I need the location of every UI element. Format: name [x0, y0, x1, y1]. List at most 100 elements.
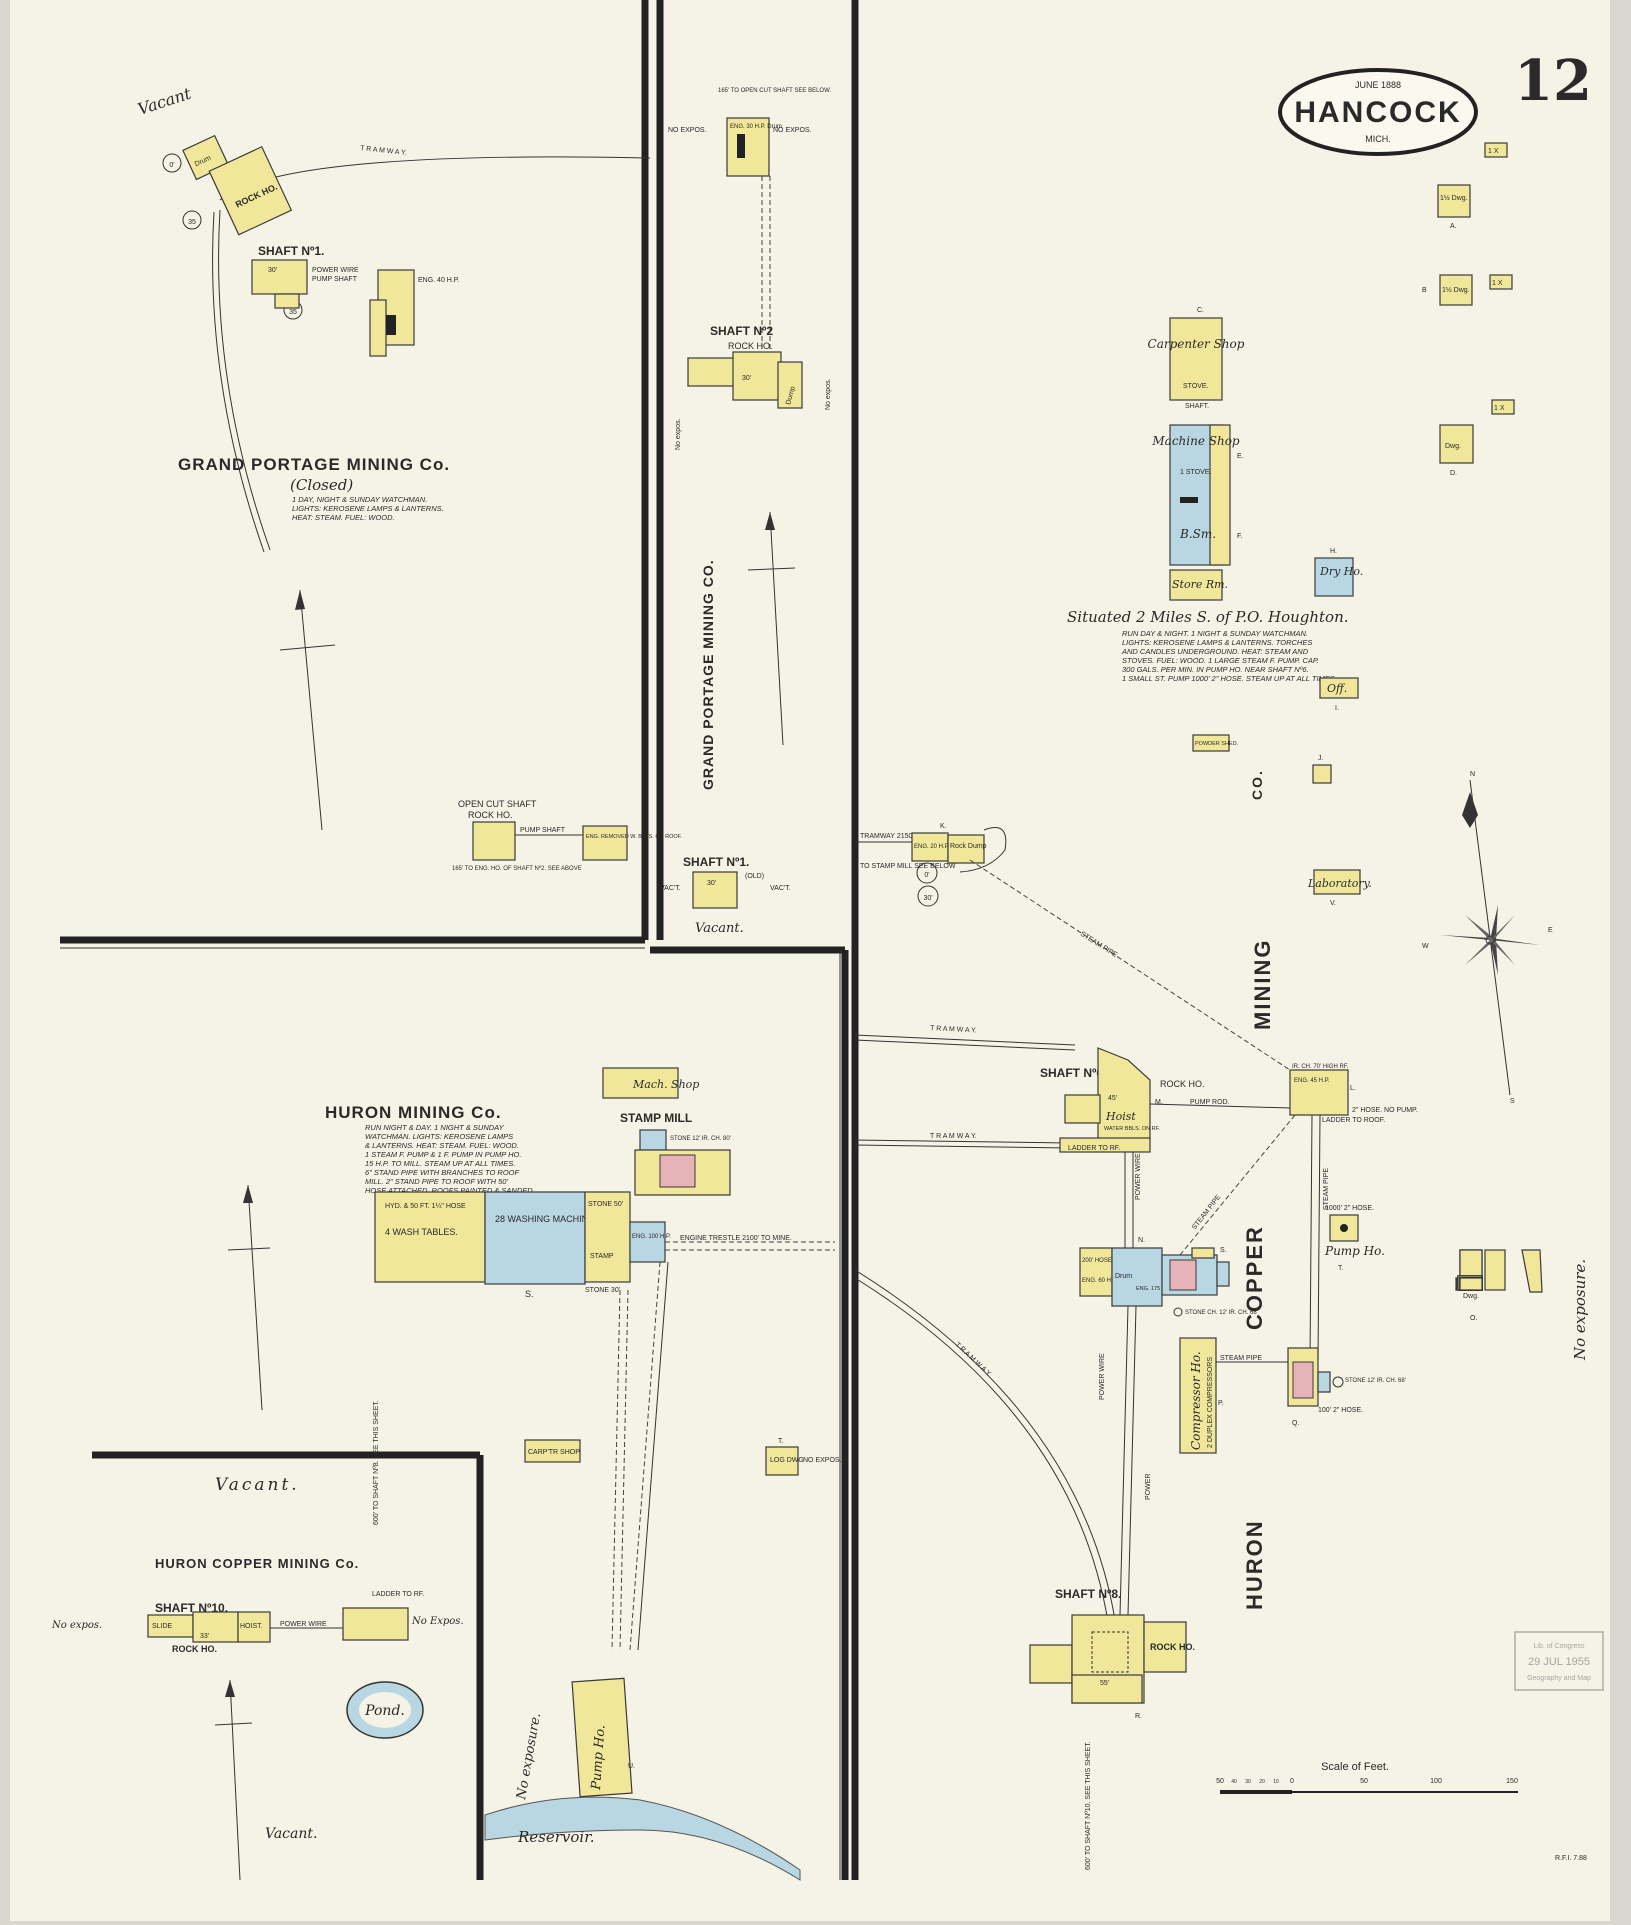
- gp-open-cut-note: 165' TO ENG. HO. OF SHAFT Nº2. SEE ABOVE: [452, 865, 582, 872]
- hm-u-label: U.: [628, 1763, 635, 1770]
- hce-steam-pipe-3: STEAM PIPE: [1323, 1168, 1330, 1210]
- hm-eng-100: ENG. 100 H.P.: [632, 1234, 671, 1240]
- hce-shaft-8: SHAFT Nº8.: [1055, 1587, 1121, 1601]
- gpe-vact-l: VAC'T.: [660, 885, 681, 892]
- gpe-old: (OLD): [745, 873, 764, 880]
- hce-power-wire-3: POWER: [1145, 1474, 1152, 1500]
- hm-engine-100: [629, 1221, 666, 1263]
- hce-compressor-note: 2 DUPLEX COMPRESSORS: [1207, 1357, 1214, 1448]
- gpe-shaft-2: SHAFT Nº2: [710, 324, 773, 338]
- gp-open-cut-rock-ho: ROCK HO.: [468, 810, 513, 820]
- cartouche-state: MICH.: [1365, 134, 1391, 144]
- gp-note-1: 1 DAY, NIGHT & SUNDAY WATCHMAN.: [292, 495, 427, 504]
- hce-situated: Situated 2 Miles S. of P.O. Houghton.: [1067, 608, 1349, 626]
- hce-name-huron: HURON: [1242, 1519, 1267, 1610]
- hm-carptr-shop-label: CARP'TR SHOP.: [528, 1449, 581, 1456]
- gp-company-name: GRAND PORTAGE MINING Co.: [178, 455, 450, 474]
- hm-stamp-building: [584, 1191, 631, 1283]
- gpe-shaft-1-old-depth: 30': [707, 880, 716, 887]
- scale-tick-100: 100: [1430, 1778, 1442, 1785]
- gpe-no-expos-top-l: NO EXPOS.: [668, 127, 707, 134]
- hce-label-l: L.: [1350, 1085, 1356, 1092]
- cartouche-town: HANCOCK: [1294, 96, 1461, 129]
- hce-dwg-b: [1439, 274, 1473, 306]
- hce-label-h: H.: [1330, 548, 1337, 555]
- hce-eng-ho: ENG. 175 H.P.: [1136, 1286, 1172, 1292]
- hce-depth-55: 55': [1100, 1680, 1109, 1687]
- hce-compressor-label: Compressor Ho.: [1189, 1351, 1203, 1450]
- gp-eng-removed: ENG. REMOVED W. BBLS. ON ROOF.: [586, 834, 682, 840]
- hce-eng-20-label: ENG. 20 H.P.: [914, 844, 950, 850]
- compass-s: S: [1510, 1098, 1515, 1105]
- gp-eng-removed-building: [582, 825, 628, 861]
- scale-tick-30: 30: [1245, 1779, 1251, 1785]
- gpe-vact-r: VAC'T.: [770, 885, 791, 892]
- gpe-dump: [777, 361, 803, 409]
- hce-x1: 1 X: [1488, 148, 1499, 155]
- hm-stone-50: STONE 50': [588, 1201, 623, 1208]
- gpe-shaft-2-depth: 30': [742, 375, 751, 382]
- hce-building-j: [1312, 764, 1332, 784]
- hce-laboratory: [1313, 869, 1361, 895]
- gp-shaft-1-depth: 30': [268, 267, 277, 274]
- hm-note-8: HOSE ATTACHED. ROOFS PAINTED & SANDED.: [365, 1186, 535, 1195]
- gp-tramway: T R A M W A Y.: [360, 145, 407, 157]
- hce-shaft-6-rock-house: [1097, 1047, 1151, 1141]
- hce-no-exposure: No exposure.: [1571, 1259, 1589, 1361]
- hce-label-r: R.: [1135, 1713, 1142, 1720]
- hce-rock-dump-label: Rock Dump: [950, 843, 987, 850]
- hce-x3: 1 X: [1494, 405, 1505, 412]
- gpe-no-expos-2: No expos.: [825, 378, 832, 410]
- huron-copper-sw-block: Vacant. HURON COPPER MINING Co. 600' TO …: [51, 1400, 464, 1881]
- hce-tramway-k: TRAMWAY 2150' LONG: [860, 833, 936, 840]
- gpe-dump-label: Dump: [785, 386, 797, 406]
- hm-reservoir-label: Reservoir.: [517, 1828, 595, 1846]
- hm-no-expos-log: NO EXPOS.: [803, 1457, 842, 1464]
- north-arrow-sw: [214, 1679, 253, 1881]
- hce-label-o: O.: [1470, 1315, 1477, 1322]
- scale-tick-20: 20: [1259, 1779, 1265, 1785]
- huron-copper-east-block: 1 X 1½ Dwg. A. 1½ Dwg. B 1 X 1 X Dwg. D.…: [854, 142, 1589, 1870]
- cartouche-date: JUNE 1888: [1355, 80, 1401, 90]
- hm-engine-trestle: ENGINE TRESTLE 2100' TO MINE.: [680, 1235, 792, 1242]
- hce-label-t: T.: [1338, 1265, 1344, 1272]
- hm-wash-tables-label: 4 WASH TABLES.: [385, 1227, 458, 1237]
- hce-dry-ho-label: Dry Ho.: [1319, 565, 1363, 578]
- hce-hose-no-pump: 2" HOSE. NO PUMP.: [1352, 1107, 1418, 1114]
- hcsw-rock-ho-label: ROCK HO.: [172, 1644, 217, 1654]
- scale-tick-10: 10: [1273, 1779, 1279, 1785]
- hcsw-power-wire: POWER WIRE: [280, 1621, 327, 1628]
- hcsw-ladder-building: [342, 1607, 409, 1641]
- gp-grade-c: 0': [169, 162, 174, 169]
- hm-note-4: 1 STEAM F. PUMP & 1 F. PUMP IN PUMP HO.: [365, 1150, 521, 1159]
- hce-building-o-annex: [1521, 1249, 1543, 1293]
- hce-zero: 0': [924, 872, 929, 879]
- hce-stove-1: STOVE.: [1183, 383, 1209, 390]
- scale-tick-150: 150: [1506, 1778, 1518, 1785]
- hce-tramway-2: T R A M W A Y.: [930, 1133, 977, 1140]
- library-stamp: Lib. of Congress 29 JUL 1955 Geography a…: [1514, 1631, 1604, 1691]
- hce-carpenter-shop: [1169, 317, 1223, 401]
- hce-stone-ch: STONE CH. 12' IR. CH. 68': [1185, 1310, 1258, 1316]
- scale-title: Scale of Feet.: [1321, 1761, 1389, 1773]
- scale-tick-50: 50: [1360, 1778, 1368, 1785]
- hce-label-i: I.: [1335, 705, 1339, 712]
- hcsw-vacant-bottom: Vacant.: [265, 1826, 317, 1842]
- gp-rock-house: [208, 145, 293, 236]
- stamp-line-1: Lib. of Congress: [1534, 1643, 1585, 1650]
- hce-ir-ch: IR. CH. 70' HIGH RF.: [1292, 1064, 1349, 1070]
- gpe-company-vertical: GRAND PORTAGE MINING CO.: [700, 559, 716, 790]
- hm-mach-shop: [602, 1067, 679, 1099]
- boundary-lines: [60, 0, 859, 1880]
- hce-tramway-1: T R A M W A Y.: [930, 1025, 977, 1034]
- hce-hoist-200: 200' HOSE: [1082, 1258, 1112, 1264]
- hce-ladder-rf: LADDER TO RF.: [1068, 1145, 1120, 1152]
- hce-label-q: Q.: [1292, 1420, 1299, 1427]
- hcsw-rock-house: [192, 1611, 239, 1643]
- hce-compressor-house: [1179, 1337, 1217, 1454]
- hce-note-6: 1 SMALL ST. PUMP 1000' 2" HOSE. STEAM UP…: [1122, 674, 1337, 683]
- north-arrow-nw: [279, 589, 336, 831]
- hce-note-3: AND CANDLES UNDERGROUND. HEAT: STEAM AND: [1121, 647, 1309, 656]
